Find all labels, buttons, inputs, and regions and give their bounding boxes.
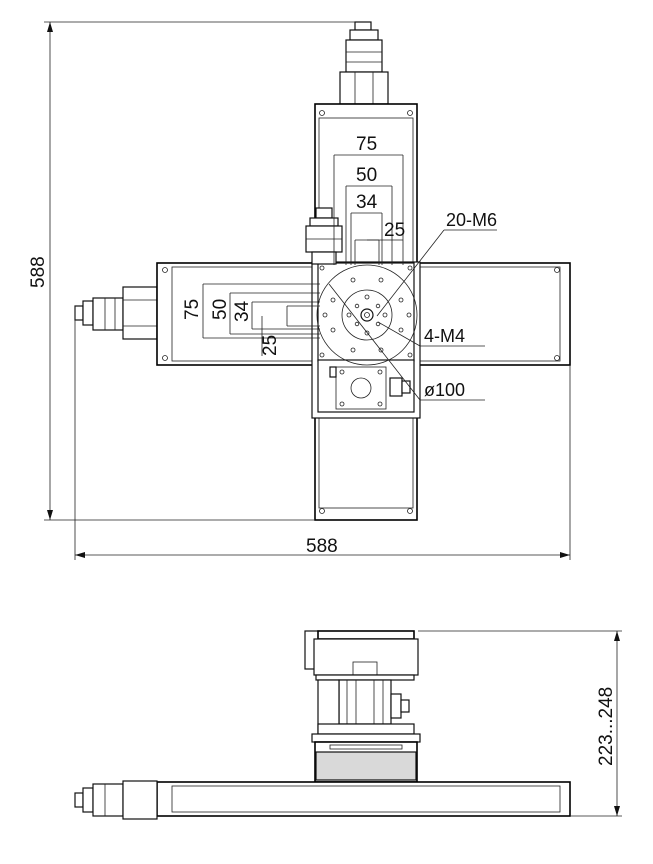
overall-height-dim: 588 xyxy=(28,21,355,521)
dim-y-34: 34 xyxy=(356,192,378,213)
top-view: 75 50 34 25 75 50 34 25 xyxy=(28,21,571,560)
callout-diameter-100: ø100 xyxy=(424,380,465,400)
dim-y-50: 50 xyxy=(356,165,377,186)
dim-y-25: 25 xyxy=(384,220,405,241)
leaders: 20-M6 4-M4 ø100 xyxy=(328,210,497,401)
z-axis-motor-top xyxy=(305,207,343,265)
front-z-motor xyxy=(317,679,415,735)
overall-width-dim: 588 xyxy=(74,306,571,560)
x-axis-motor xyxy=(74,286,158,340)
dim-vertical-stroke: 223...248 xyxy=(596,687,617,766)
dim-x-25: 25 xyxy=(260,335,281,356)
rotary-table xyxy=(316,264,418,366)
y-axis-motor xyxy=(339,21,389,105)
vertical-stroke-dim: 223...248 xyxy=(418,630,622,817)
front-rotary-table xyxy=(304,630,419,681)
dim-x-50: 50 xyxy=(210,299,231,320)
dim-overall-height: 588 xyxy=(28,256,49,288)
carriage-plate xyxy=(311,261,421,419)
slot-dims-x: 75 50 34 25 xyxy=(182,283,320,356)
dim-overall-width: 588 xyxy=(306,536,338,557)
front-y-carriage xyxy=(311,733,421,783)
slot-dims-y: 75 50 34 25 xyxy=(333,134,405,265)
front-view: 223...248 xyxy=(74,630,622,820)
callout-4-m4: 4-M4 xyxy=(424,326,465,346)
front-x-axis xyxy=(74,780,571,820)
dim-x-75: 75 xyxy=(182,299,203,320)
dim-y-75: 75 xyxy=(356,134,377,155)
callout-20-m6: 20-M6 xyxy=(446,210,497,230)
dim-x-34: 34 xyxy=(232,300,253,322)
